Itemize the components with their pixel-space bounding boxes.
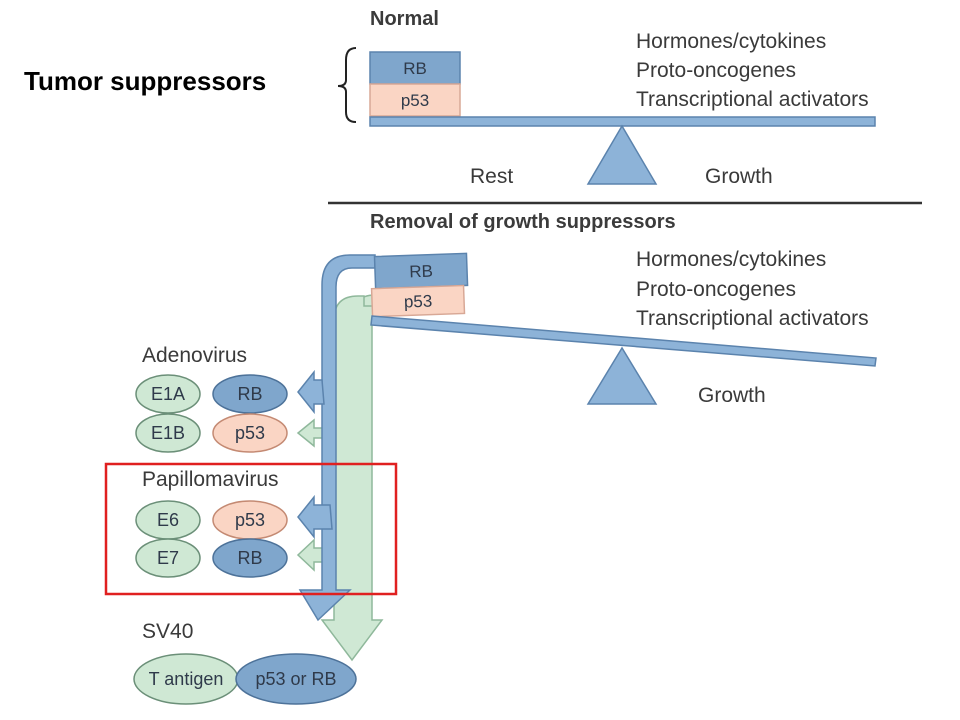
normal-heading: Normal bbox=[370, 8, 439, 30]
removal-fulcrum bbox=[586, 346, 658, 405]
papillomavirus-e7-pill: E7 bbox=[135, 538, 201, 578]
papillomavirus-p53-pill: p53 bbox=[212, 500, 288, 540]
svg-text:E1A: E1A bbox=[151, 384, 185, 404]
normal-beam bbox=[369, 116, 876, 127]
p53-arrow bbox=[296, 294, 384, 662]
svg-text:RB: RB bbox=[403, 59, 427, 78]
removal-p53-box: p53 bbox=[370, 284, 466, 318]
svg-text:E7: E7 bbox=[157, 548, 179, 568]
adenovirus-p53-pill: p53 bbox=[212, 413, 288, 453]
removal-factor-2: Proto-oncogenes bbox=[636, 278, 796, 301]
normal-factor-2: Proto-oncogenes bbox=[636, 59, 796, 82]
svg-text:T antigen: T antigen bbox=[149, 669, 224, 689]
removal-factor-3: Transcriptional activators bbox=[636, 307, 869, 330]
normal-p53-box: p53 bbox=[369, 83, 461, 117]
svg-text:RB: RB bbox=[409, 262, 433, 282]
svg-text:RB: RB bbox=[237, 384, 262, 404]
svg-text:RB: RB bbox=[237, 548, 262, 568]
papillomavirus-label: Papillomavirus bbox=[142, 468, 279, 491]
sv40-t-antigen-pill: T antigen bbox=[133, 653, 239, 705]
papillomavirus-e6-pill: E6 bbox=[135, 500, 201, 540]
normal-growth-label: Growth bbox=[705, 165, 773, 188]
rb-arrow bbox=[297, 254, 376, 622]
svg-text:p53: p53 bbox=[235, 510, 265, 530]
removal-rb-box: RB bbox=[373, 252, 469, 290]
svg-text:p53: p53 bbox=[404, 292, 433, 312]
removal-growth-label: Growth bbox=[698, 384, 766, 407]
removal-beam bbox=[370, 315, 877, 367]
normal-fulcrum bbox=[586, 124, 658, 185]
sv40-label: SV40 bbox=[142, 620, 193, 643]
removal-heading: Removal of growth suppressors bbox=[370, 211, 676, 233]
adenovirus-rb-pill: RB bbox=[212, 374, 288, 414]
normal-rb-box: RB bbox=[369, 51, 461, 85]
adenovirus-label: Adenovirus bbox=[142, 344, 247, 367]
svg-text:p53 or RB: p53 or RB bbox=[255, 669, 336, 689]
tumor-suppressors-brace bbox=[337, 47, 357, 123]
sv40-p53-or-rb-pill: p53 or RB bbox=[235, 653, 357, 705]
normal-factor-3: Transcriptional activators bbox=[636, 88, 869, 111]
papillomavirus-highlight-box bbox=[104, 462, 398, 596]
svg-text:p53: p53 bbox=[235, 423, 265, 443]
papillomavirus-rb-pill: RB bbox=[212, 538, 288, 578]
svg-text:E1B: E1B bbox=[151, 423, 185, 443]
svg-text:p53: p53 bbox=[401, 91, 429, 110]
tumor-suppressors-label: Tumor suppressors bbox=[24, 66, 267, 96]
normal-rest-label: Rest bbox=[470, 165, 513, 188]
adenovirus-e1a-pill: E1A bbox=[135, 374, 201, 414]
adenovirus-e1b-pill: E1B bbox=[135, 413, 201, 453]
svg-text:E6: E6 bbox=[157, 510, 179, 530]
removal-factor-1: Hormones/cytokines bbox=[636, 248, 826, 271]
normal-factor-1: Hormones/cytokines bbox=[636, 30, 826, 53]
